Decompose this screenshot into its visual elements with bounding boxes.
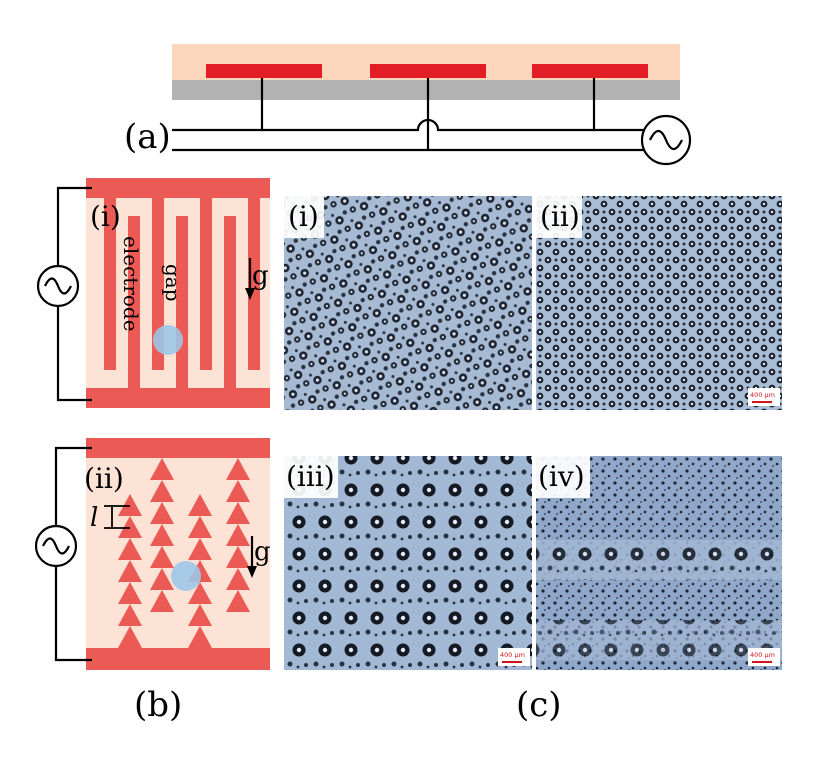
circuit-wires [56,186,92,402]
micrograph-iv: (iv) 400 µm [536,456,782,670]
gap-label: gap [161,264,185,302]
electrode-1 [206,64,322,78]
interdigitated-electrodes [86,178,270,408]
ac-source-icon [36,264,80,308]
micrograph-i: (i) [284,196,532,410]
gravity-label: g [252,261,269,291]
ac-source-icon [640,114,692,166]
circuit-wires [54,446,92,662]
micrograph-iii: (iii) 400 µm [284,456,532,670]
gravity-arrow-icon [245,258,255,300]
electrode-3 [532,64,648,78]
panel-c-label: (c) [516,685,562,725]
length-label: l [90,503,98,533]
panel-b-i: (i) electrode gap g [36,178,270,408]
top-electrode-bar [86,438,270,458]
panel-b-ii: (ii) l g [34,438,271,670]
sub-label-i: (i) [90,200,121,233]
micrograph-label-ii: (ii) [540,200,580,233]
micrograph-label-i: (i) [288,200,319,233]
micrograph-ii: (ii) 400 µm [536,196,782,410]
panel-b-label: (b) [134,685,182,725]
length-marker [104,505,130,529]
sub-label-ii: (ii) [84,462,124,495]
substrate-base [172,80,680,100]
scale-bar-text: 400 µm [750,651,775,659]
bottom-electrode-bar [86,648,270,670]
micrograph-label-iii: (iii) [286,460,335,493]
droplet [171,561,201,591]
circuit-wires [172,78,650,152]
panel-a: (a) [124,44,692,166]
micrograph-label-iv: (iv) [538,460,585,493]
electrode-2 [370,64,486,78]
panel-a-label: (a) [124,117,171,157]
panel-c: (i) (ii) 400 µm (iii) 400 µm (iv) [284,196,782,670]
droplet [153,325,183,355]
scale-bar-text: 400 µm [750,391,775,399]
gravity-arrow-icon [247,536,257,578]
gravity-label: g [254,537,271,567]
scale-bar-text: 400 µm [500,651,525,659]
electrode-label: electrode [119,236,143,332]
ac-source-icon [34,524,78,568]
